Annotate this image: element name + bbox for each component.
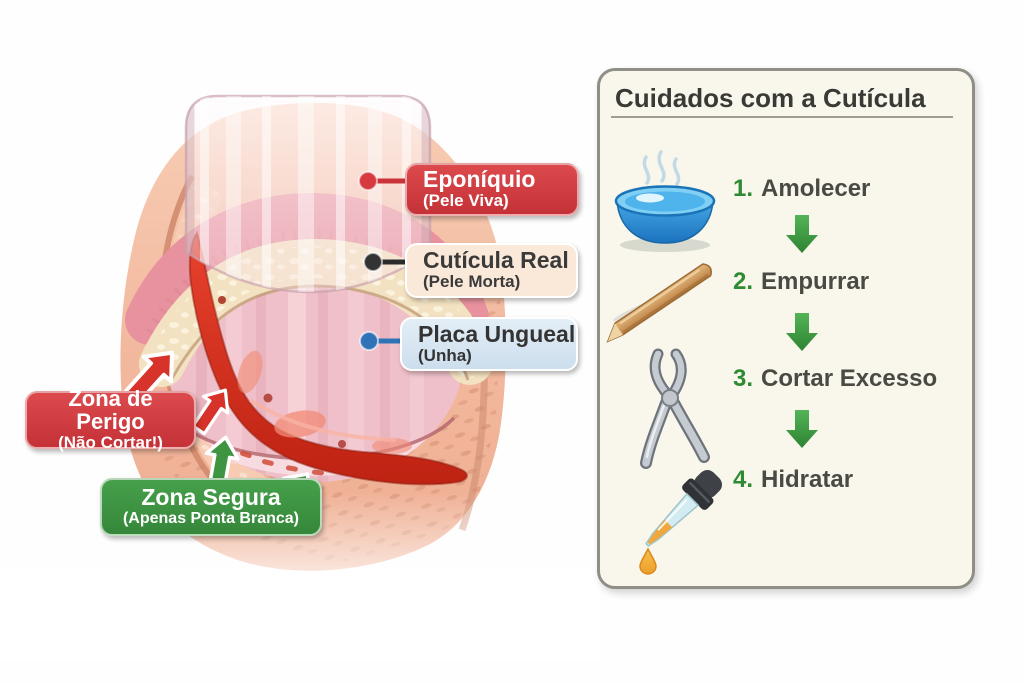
black-leader-dot xyxy=(363,252,383,272)
down-arrow-icon xyxy=(786,410,818,448)
callout-subtitle: (Unha) xyxy=(418,345,472,365)
step-2: 2. Empurrar xyxy=(733,268,869,296)
callout-subtitle: (Pele Morta) xyxy=(423,272,521,292)
oil-dropper-icon xyxy=(639,470,722,575)
danger-zone-blob xyxy=(188,230,468,486)
callout-zona-perigo: Zona de Perigo (Não Cortar!) xyxy=(25,385,196,451)
translucent-nail-plate xyxy=(184,94,432,294)
red-leader-dot xyxy=(358,171,378,191)
cuticle-pusher-icon xyxy=(606,263,712,343)
step-label: Hidratar xyxy=(761,466,854,493)
red-arrow-icon xyxy=(191,388,230,436)
callout-eponiquio: Eponíquio (Pele Viva) xyxy=(405,163,579,216)
callout-title: Zona Segura xyxy=(141,484,281,511)
panel-title: Cuidados com a Cutícula xyxy=(615,83,926,113)
callout-placa-ungueal: Placa Ungueal (Unha) xyxy=(400,317,578,371)
callout-subtitle: (Apenas Ponta Branca) xyxy=(122,510,300,528)
callout-title: Placa Ungueal xyxy=(418,320,576,347)
down-arrow-icon xyxy=(786,313,818,351)
callout-subtitle: (Pele Viva) xyxy=(423,191,509,211)
step-number: 2. xyxy=(733,268,754,295)
callout-cuticula-real: Cutícula Real (Pele Morta) xyxy=(405,243,578,298)
step-number: 4. xyxy=(733,466,754,493)
callout-zona-segura: Zona Segura (Apenas Ponta Branca) xyxy=(100,478,322,536)
leader-lines xyxy=(358,171,407,351)
step-1: 1. Amolecer xyxy=(733,175,870,203)
care-panel: Cuidados com a Cutícula 1. Amolecer 2. Emp… xyxy=(597,68,975,589)
title-underline xyxy=(611,116,953,118)
step-4: 4. Hidratar xyxy=(733,466,853,494)
down-arrow-icon xyxy=(786,215,818,253)
step-label: Amolecer xyxy=(761,175,871,202)
step-3: 3. Cortar Excesso xyxy=(733,365,937,393)
blue-leader-dot xyxy=(359,331,379,351)
step-label: Empurrar xyxy=(761,268,870,295)
callout-title: Zona de Perigo xyxy=(68,385,153,434)
irritation-marks xyxy=(240,450,324,476)
callout-subtitle: (Não Cortar!) xyxy=(58,432,163,452)
step-number: 1. xyxy=(733,175,754,202)
step-label: Cortar Excesso xyxy=(761,365,938,392)
cuticle-nipper-icon xyxy=(640,348,710,469)
callout-title: Eponíquio xyxy=(423,166,536,193)
step-number: 3. xyxy=(733,365,754,392)
panel-icons xyxy=(606,150,818,575)
water-bowl-icon xyxy=(614,150,716,252)
callout-title: Cutícula Real xyxy=(423,247,569,274)
